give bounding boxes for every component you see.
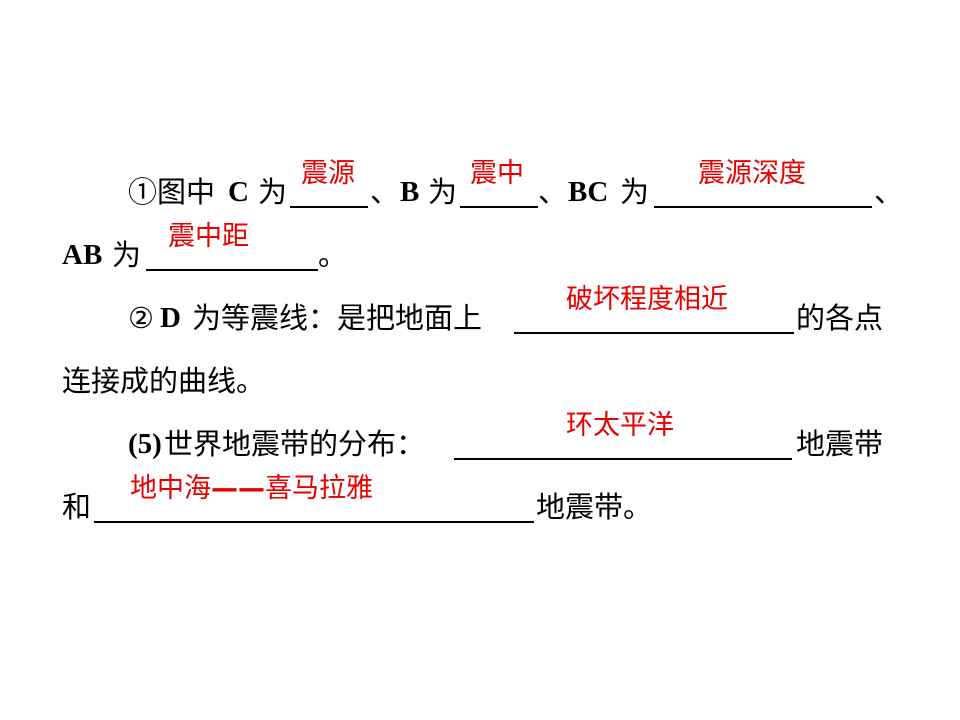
line-q1-cont: AB 为 震中距 。 [0,221,960,275]
q1-ab-letter: AB [62,239,103,271]
q1-b-sep: 、 [370,175,400,209]
answer-q5-2-part1: 地中海 [130,473,211,504]
q1-period: 。 [318,238,348,272]
q1-c-letter: C [228,176,249,208]
line-q1: ①图中 C 为 震源 、 B 为 震中 、 BC 为 震源深度 、 [0,158,960,212]
q5-number: (5) [128,428,162,460]
answer-bc: 震源深度 [698,158,806,189]
q2-marker: ② [128,301,154,335]
line-q2-cont: 连接成的曲线。 [0,361,960,401]
blank-bc [654,206,872,208]
q2-line2: 连接成的曲线。 [62,364,266,398]
q1-bc-letter: BC [568,176,609,208]
q2-d-letter: D [160,302,181,334]
q1-bc-wei: 为 [620,175,650,209]
q2-text-after: 的各点 [796,301,884,335]
q5-text-before: 世界地震带的分布： [164,427,426,461]
answer-b: 震中 [470,158,524,189]
blank-q2 [514,332,794,334]
q1-ab-wei: 为 [112,238,142,272]
answer-q5-2-dash: —— [211,473,265,504]
answer-q5-2: 地中海——喜马拉雅 [130,471,373,507]
answer-q2: 破坏程度相近 [566,284,728,315]
q5-he: 和 [62,490,92,524]
blank-q5-1 [454,458,792,460]
answer-ab: 震中距 [168,221,249,252]
q1-b-letter: B [400,176,420,208]
q2-text-before: 为等震线：是把地面上 [192,301,483,335]
blank-c [290,206,368,208]
q1-c-wei: 为 [258,175,288,209]
answer-q5-1: 环太平洋 [566,410,674,441]
q5-text-after1: 地震带 [796,427,884,461]
line-q2: ② D 为等震线：是把地面上 破坏程度相近 的各点 [0,284,960,338]
q1-marker: ①图中 [128,175,216,209]
answer-q5-2-part2: 喜马拉雅 [265,473,373,504]
q5-text-after2: 地震带。 [536,490,653,524]
q1-b-wei: 为 [428,175,458,209]
line-q5: (5) 世界地震带的分布： 环太平洋 地震带 [0,410,960,464]
answer-c: 震源 [301,158,355,189]
blank-b [460,206,538,208]
blank-ab [146,269,318,271]
q1-bc-sep: 、 [538,175,568,209]
line-q5-cont: 和 地中海——喜马拉雅 地震带。 [0,473,960,527]
q1-end-sep: 、 [874,175,904,209]
blank-q5-2 [94,521,534,523]
